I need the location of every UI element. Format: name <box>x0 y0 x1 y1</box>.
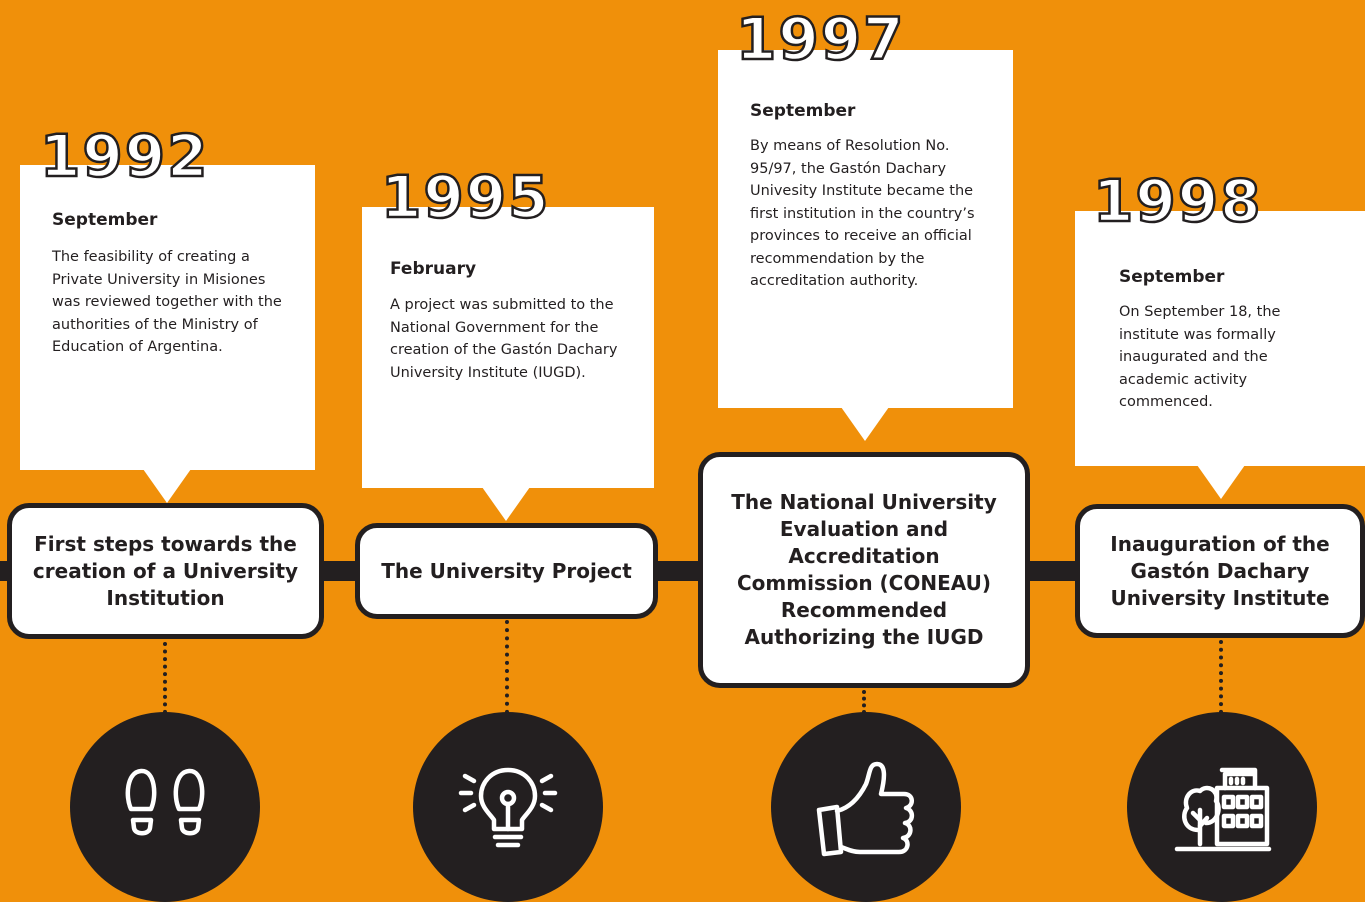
connector-dots-1992 <box>163 642 167 714</box>
icon-circle-1992 <box>70 712 260 902</box>
connector-dots-1998 <box>1219 640 1223 714</box>
milestone-title-1997: The National University Evaluation and A… <box>698 452 1030 688</box>
year-label-1992: 1992 <box>39 122 210 190</box>
milestone-card-1992 <box>20 165 315 503</box>
milestone-title-1998: Inauguration of the Gastón Dachary Unive… <box>1075 504 1365 638</box>
milestone-title-text-1995: The University Project <box>381 558 632 583</box>
footprints-icon <box>125 768 205 836</box>
milestone-title-1995: The University Project <box>355 523 658 619</box>
milestone-title-text-1997: The National University Evaluation and A… <box>731 490 997 649</box>
milestone-title-text-1998: Inauguration of the Gastón Dachary Unive… <box>1110 531 1330 610</box>
description-1992: The feasibility of creating a Private Un… <box>52 249 282 355</box>
connector-dots-1997 <box>862 690 866 714</box>
milestone-card-1998 <box>1075 211 1365 499</box>
icon-circle-1995 <box>413 712 603 902</box>
icon-circle-1998 <box>1127 712 1317 902</box>
milestone-card-1997 <box>718 50 1013 441</box>
month-label-1995: February <box>390 259 477 279</box>
description-1995: A project was submitted to the National … <box>390 297 618 381</box>
lightbulb-icon <box>458 767 558 848</box>
milestone-title-text-1992: First steps towards the creation of a Un… <box>32 531 299 610</box>
month-label-1998: September <box>1119 267 1225 287</box>
month-label-1997: September <box>750 101 856 121</box>
description-1998: On September 18, the institute was forma… <box>1119 304 1281 410</box>
year-label-1997: 1997 <box>735 5 906 73</box>
description-1997: By means of Resolution No. 95/97, the Ga… <box>750 138 975 289</box>
thumbs-up-icon <box>816 761 915 857</box>
milestone-title-1992: First steps towards the creation of a Un… <box>7 503 324 639</box>
year-label-1995: 1995 <box>380 163 551 231</box>
month-label-1992: September <box>52 210 158 230</box>
icon-circle-1997 <box>771 712 961 902</box>
milestone-card-1995 <box>362 207 654 521</box>
year-label-1998: 1998 <box>1092 167 1263 235</box>
connector-dots-1995 <box>505 620 509 714</box>
building-tree-icon <box>1174 767 1272 852</box>
